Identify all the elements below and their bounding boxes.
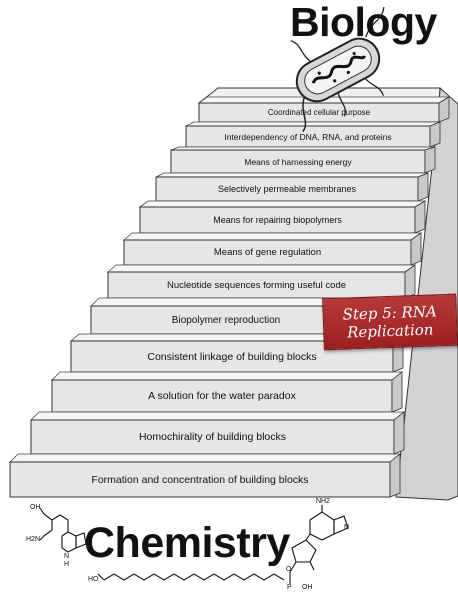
step-label: Means of harnessing energy (244, 156, 352, 167)
fatty-acid-molecule (97, 573, 285, 581)
chemistry-title: Chemistry (84, 519, 290, 567)
bacterium-icon (290, 7, 385, 133)
amino-oh-label: OH (30, 504, 41, 511)
step-label: Biopolymer reproduction (171, 314, 281, 326)
tryptophan-molecule (39, 507, 87, 553)
stair-tread (51, 371, 404, 381)
stair-riser (123, 239, 412, 266)
indole-nh-label: N (64, 553, 70, 560)
step-label: Means for repairing biopolymers (213, 215, 342, 225)
stair-side (429, 121, 441, 148)
stair-side (389, 453, 401, 498)
step-label: A solution for the water paradox (148, 390, 296, 402)
nucleotide-molecule (289, 505, 349, 584)
stair-side (424, 146, 436, 174)
step-label: Formation and concentration of building … (91, 473, 309, 486)
step-label: Means of gene regulation (213, 247, 322, 258)
indole-h-label: H (64, 561, 70, 568)
stair-side (404, 264, 416, 299)
phosphate-o-label: O (286, 566, 292, 573)
stair-riser (30, 419, 395, 455)
stair-side (391, 371, 403, 413)
stair-side (393, 411, 405, 455)
stair-riser (139, 206, 416, 234)
fatty-acid-ho-label: HO (88, 576, 99, 583)
adenine-n-label: N (344, 524, 350, 531)
step-label: Interdependency of DNA, RNA, and protein… (224, 131, 392, 142)
stair-side (417, 172, 429, 202)
phosphate-oh-label: OH (302, 584, 313, 591)
stair-side (414, 200, 426, 234)
step-label: Consistent linkage of building blocks (147, 350, 317, 363)
stair-tread (30, 411, 406, 421)
stair-tread (122, 232, 423, 241)
stair-riser (9, 461, 391, 498)
step-label: Coordinated cellular purpose (267, 108, 371, 117)
step-5-callout: Step 5: RNA Replication (322, 293, 458, 351)
step-label: Homochirality of building blocks (138, 431, 287, 443)
stair-tread (106, 264, 417, 273)
adenine-nh2-label: NH2 (316, 498, 331, 505)
amino-nh2-label: H2N (26, 536, 41, 543)
stair-side (410, 232, 422, 266)
callout-line-2: Replication (346, 320, 434, 342)
phosphate-p-label: P (287, 584, 292, 591)
step-label: Nucleotide sequences forming useful code (166, 279, 347, 291)
stair-side (438, 96, 450, 123)
stair-riser (51, 379, 393, 413)
stair-tread (9, 453, 402, 463)
step-label: Selectively permeable membranes (217, 184, 357, 194)
biology-title: Biology (290, 0, 437, 45)
